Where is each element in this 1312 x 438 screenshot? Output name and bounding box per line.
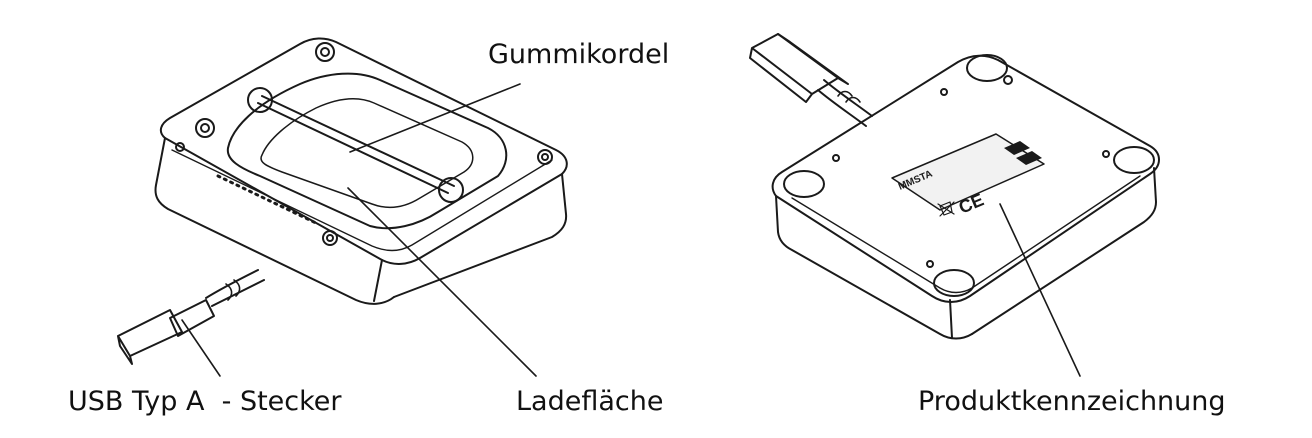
screw-hole [541, 153, 549, 161]
screw-hole [175, 142, 185, 152]
usb-plug-housing [169, 299, 215, 337]
product-label-plate [891, 133, 1045, 211]
rubber-foot [966, 54, 1008, 82]
charger-bottom-view: MMSTA CE [749, 33, 1160, 377]
bottom-outline [771, 54, 1160, 303]
leader-gummikordel [349, 83, 521, 153]
bottom-left-face [775, 195, 973, 340]
leader-usb [181, 319, 221, 377]
usb-cable-right [817, 79, 873, 127]
charging-pad [260, 98, 474, 209]
qr-code [1004, 141, 1042, 165]
charger-top-outline [159, 37, 568, 265]
screw-hole [926, 260, 934, 268]
label-usb-typ-a-stecker: USB Typ A - Stecker [68, 386, 342, 417]
label-ladeflaeche: Ladefläche [516, 386, 664, 417]
leader-ladeflaeche [347, 187, 537, 377]
bottom-right-face [971, 167, 1157, 335]
rubber-cord [257, 95, 455, 194]
charger-right-face [393, 173, 568, 298]
screw-hole [322, 230, 338, 246]
leader-produktkennzeichnung [999, 203, 1081, 377]
charging-recess [226, 72, 508, 230]
cable-break [225, 279, 241, 301]
screw-hole [537, 149, 553, 165]
cord-anchor-right [438, 177, 464, 203]
charger-front-edge [373, 259, 383, 302]
vent-row [216, 174, 320, 226]
screw-hole [326, 234, 334, 242]
screw-hole [195, 118, 215, 138]
usb-plug-right-joint [777, 33, 849, 85]
charger-bevel [171, 149, 553, 252]
charger-top-view [117, 37, 568, 377]
rubber-foot [933, 269, 975, 297]
screw-hole [320, 47, 330, 57]
usb-cable [205, 269, 265, 307]
usb-plug-connector [117, 309, 183, 365]
screw-hole [1102, 150, 1110, 158]
cord-anchor-left [247, 87, 273, 113]
label-produktkennzeichnung: Produktkennzeichnung [918, 386, 1226, 417]
weee-bin-icon [937, 201, 955, 217]
label-gummikordel: Gummikordel [488, 39, 670, 70]
screw-hole [1003, 75, 1013, 85]
screw-hole [832, 154, 840, 162]
screw-hole [315, 42, 335, 62]
screw-hole [200, 123, 210, 133]
bottom-front-edge [949, 299, 953, 339]
screw-hole [940, 88, 948, 96]
rubber-foot [1113, 146, 1155, 174]
cable-break-right [837, 90, 861, 103]
rubber-foot [783, 170, 825, 198]
charger-left-face [154, 137, 395, 305]
